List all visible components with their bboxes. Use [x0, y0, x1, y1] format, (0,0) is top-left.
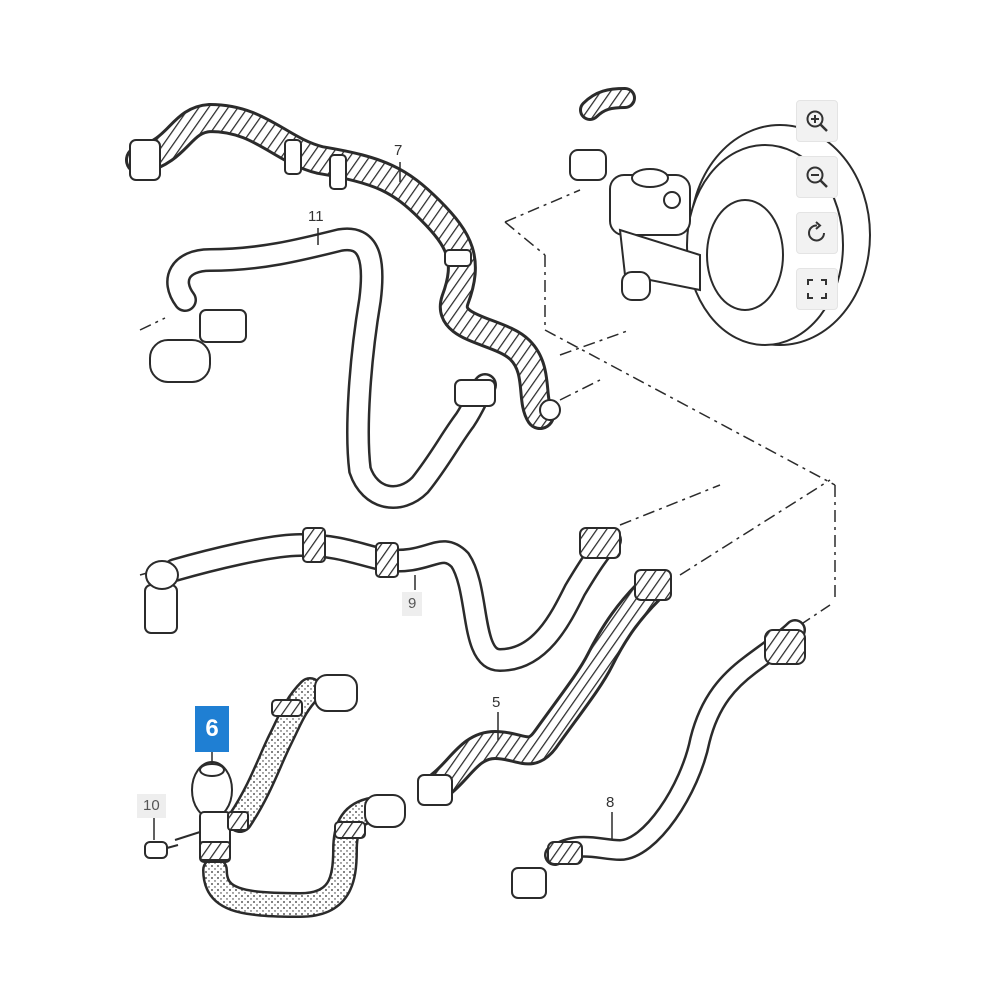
- fullscreen-icon: [807, 279, 827, 299]
- callout-7: 7: [394, 142, 403, 159]
- callout-6-highlighted: 6: [195, 706, 229, 752]
- callout-9: 9: [402, 592, 423, 616]
- hose-11: [149, 227, 497, 509]
- viewer-toolbar: [796, 100, 842, 324]
- leader-lines: [139, 189, 836, 626]
- callout-8: 8: [606, 794, 615, 811]
- hose-5: [417, 569, 672, 806]
- zoom-out-button[interactable]: [796, 156, 838, 198]
- fullscreen-button[interactable]: [796, 268, 838, 310]
- hose-6-assembly: [174, 674, 406, 919]
- rotate-button[interactable]: [796, 212, 838, 254]
- zoom-in-button[interactable]: [796, 100, 838, 142]
- hose-7: [125, 87, 636, 430]
- hose-8: [511, 619, 806, 899]
- callout-10: 10: [137, 794, 166, 818]
- part-10: [144, 841, 179, 859]
- callout-leaders: [153, 162, 613, 840]
- hose-9: [144, 527, 622, 673]
- callout-11: 11: [308, 208, 324, 225]
- zoom-in-icon: [806, 110, 828, 132]
- zoom-out-icon: [806, 166, 828, 188]
- rotate-icon: [808, 221, 825, 242]
- callout-5: 5: [492, 694, 501, 711]
